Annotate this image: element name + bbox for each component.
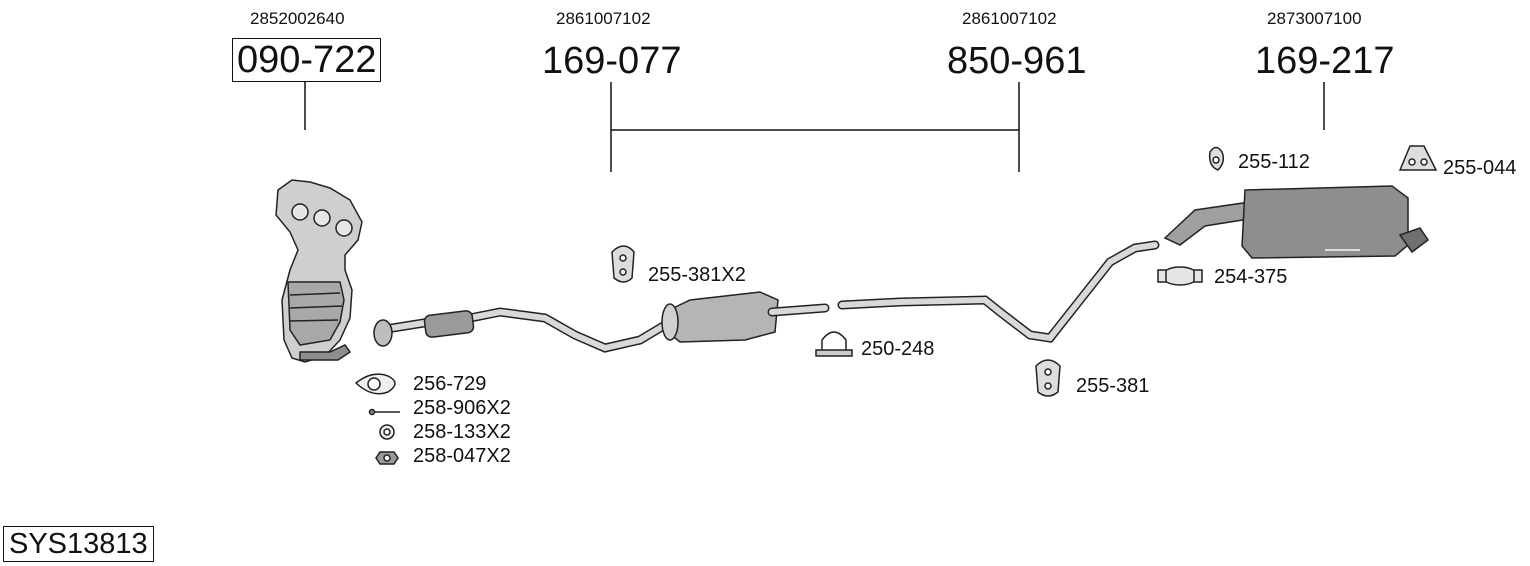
accessory-label: 258-133X2 (413, 421, 511, 443)
accessory-label: 255-044 (1443, 157, 1517, 179)
accessory-label: 258-047X2 (413, 445, 511, 467)
accessory-label: 255-381 (1076, 375, 1150, 397)
accessory-label: 256-729 (413, 373, 487, 395)
gasket-icon (354, 373, 396, 395)
accessory-label: 254-375 (1214, 266, 1288, 288)
accessory-label: 255-112 (1238, 151, 1310, 173)
washer-icon (379, 424, 395, 440)
intermediate-pipe-icon (837, 240, 1160, 343)
rear-silencer-icon (1163, 185, 1430, 259)
rubber-mount-icon (611, 245, 635, 283)
rubber-hanger-icon (1398, 145, 1438, 171)
clamp-icon (1157, 266, 1203, 286)
oem-number: 2861007102 (962, 9, 1057, 28)
part-number: 169-077 (542, 40, 682, 82)
bolt-icon (368, 408, 400, 416)
accessory-label: 250-248 (861, 338, 935, 360)
centre-silencer-icon (661, 291, 830, 343)
accessory-label: 258-906X2 (413, 397, 511, 419)
part-number: 169-217 (1255, 40, 1395, 82)
oem-number: 2873007100 (1267, 9, 1362, 28)
rubber-mount-icon (1035, 359, 1061, 397)
front-pipe-icon (373, 307, 695, 353)
catalytic-manifold-icon (275, 179, 363, 363)
nut-icon (375, 451, 399, 465)
accessory-label: 255-381X2 (648, 264, 746, 286)
part-number: 850-961 (947, 40, 1087, 82)
part-number-boxed: 090-722 (232, 38, 382, 82)
rubber-mount-icon (1208, 146, 1225, 171)
u-clamp-icon (815, 331, 853, 357)
oem-number: 2861007102 (556, 9, 651, 28)
oem-number: 2852002640 (250, 9, 345, 28)
system-code: SYS13813 (3, 526, 154, 562)
